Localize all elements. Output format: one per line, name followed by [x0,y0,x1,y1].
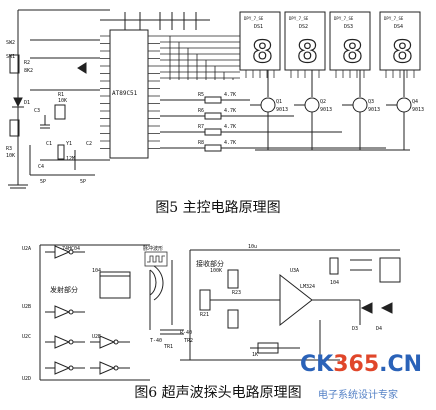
svg-text:9013: 9013 [276,107,288,113]
value-c1: 5P [40,179,46,185]
chip-u2e: U2E [92,334,101,340]
inverter-gate-5 [90,335,130,349]
value-r25: 1K [252,352,258,358]
svg-text:4.7K: 4.7K [224,140,236,146]
chip-u2b: U2B [22,304,31,310]
label-r2: R2 [24,60,30,66]
value-r2: 8K2 [24,68,33,74]
d4-label: D4 [376,326,382,332]
svg-text:R6: R6 [198,108,204,114]
base-resistor-3: R7 4.7K [160,124,342,136]
r21-label: R21 [200,312,209,318]
value-c22: 10u [248,244,257,250]
transducer-rx: R-40 [180,330,192,336]
watermark-logo: CK365.CN [300,352,423,377]
label-c1: C1 [46,141,52,147]
inverter-gate-4 [45,361,85,375]
seven-segment-display-2: DPY_7_SE DS2 8 [284,11,326,78]
driver-transistor-1: Q1 9013 [250,70,288,150]
svg-text:9013: 9013 [320,107,332,113]
receive-section-label: 接收部分 [196,259,224,268]
svg-text:DPY_7_SE: DPY_7_SE [289,16,309,21]
chip-u2c: U2C [22,334,31,340]
chip-u2a: U2A [22,246,31,252]
label-c4: C4 [38,164,44,170]
value-c2: 5P [80,179,86,185]
seven-segment-display-1: DPY_7_SE DS1 8 [239,11,281,78]
label-y1: Y1 [66,141,72,147]
main-control-circuit-diagram: AT89C51 DPY_7_SEDS18DPY_7_SEDS28DPY_7_SE… [6,9,424,189]
svg-text:Q2: Q2 [320,99,326,105]
inverter-gate-1 [45,245,85,259]
value-r1: 10K [58,98,67,104]
svg-text:R5: R5 [198,92,204,98]
svg-text:DPY_7_SE: DPY_7_SE [244,16,264,21]
value-c27: 104 [330,280,339,286]
svg-text:R7: R7 [198,124,204,130]
value-y1: 12M [66,156,75,162]
chip-label: AT89C51 [112,90,138,97]
svg-text:8: 8 [297,35,318,70]
svg-text:8: 8 [342,35,363,70]
watermark-subtitle: 电子系统设计专家 [318,390,398,401]
svg-text:DS2: DS2 [299,24,308,30]
svg-text:Q1: Q1 [276,99,282,105]
figure-6-caption: 图6 超声波探头电路原理图 [134,385,302,401]
svg-text:9013: 9013 [368,107,380,113]
label-r3: R3 [6,146,12,152]
svg-text:8: 8 [392,35,413,70]
svg-text:DPY_7_SE: DPY_7_SE [334,16,354,21]
label-d1: D1 [24,100,30,106]
u3a-label: U3A [290,268,299,274]
tr1-label: TR1 [164,344,173,350]
seven-segment-display-4: DPY_7_SE DS4 8 [379,11,421,78]
part-74hc04: 74HC04 [62,246,80,252]
inverter-gate-2 [45,305,85,319]
label-c2: C2 [86,141,92,147]
svg-text:Q3: Q3 [368,99,374,105]
svg-text:4.7K: 4.7K [224,92,236,98]
svg-text:Q4: Q4 [412,99,418,105]
svg-text:4.7K: 4.7K [224,108,236,114]
driver-transistor-4: Q4 9013 [386,70,424,150]
base-resistor-2: R6 4.7K [160,108,294,120]
svg-text:DS4: DS4 [394,24,403,30]
base-resistor-1: R5 4.7K [160,92,250,104]
base-resistor-4: R8 4.7K [160,140,386,152]
svg-text:DPY_7_SE: DPY_7_SE [384,16,404,21]
label-r1: R1 [58,92,64,98]
svg-text:DS3: DS3 [344,24,353,30]
svg-text:R8: R8 [198,140,204,146]
d3-label: D3 [352,326,358,332]
transducer-tx: T-40 [150,338,162,344]
inverter-gate-3 [45,335,85,349]
opamp-label: LM324 [300,284,315,290]
figure-5-caption: 图5 主控电路原理图 [155,200,281,216]
inverter-gate-6 [90,361,130,375]
svg-text:8: 8 [252,35,273,70]
svg-text:DS1: DS1 [254,24,263,30]
seven-segment-display-3: DPY_7_SE DS3 8 [329,11,371,78]
svg-text:4.7K: 4.7K [224,124,236,130]
driver-transistor-3: Q3 9013 [342,70,380,150]
pulse-wave-label: 脉冲波形 [143,245,163,252]
label-sw1: SW1 [6,54,15,60]
value-c20: 104 [92,268,101,274]
chip-u2d: U2D [22,376,31,382]
svg-text:9013: 9013 [412,107,424,113]
r23-label: R23 [232,290,241,296]
label-c3: C3 [34,108,40,114]
label-sw2: SW2 [6,40,15,46]
tr2-label: TR2 [184,338,193,344]
value-r3: 10K [6,153,15,159]
driver-transistor-2: Q2 9013 [294,70,332,150]
transmit-section-label: 发射部分 [50,285,78,294]
ultrasonic-probe-circuit-diagram: U2A U2B U2C U2D U2E 74HC04 104 T-40 TR1 … [22,244,401,382]
value-r100k: 100K [210,268,222,274]
